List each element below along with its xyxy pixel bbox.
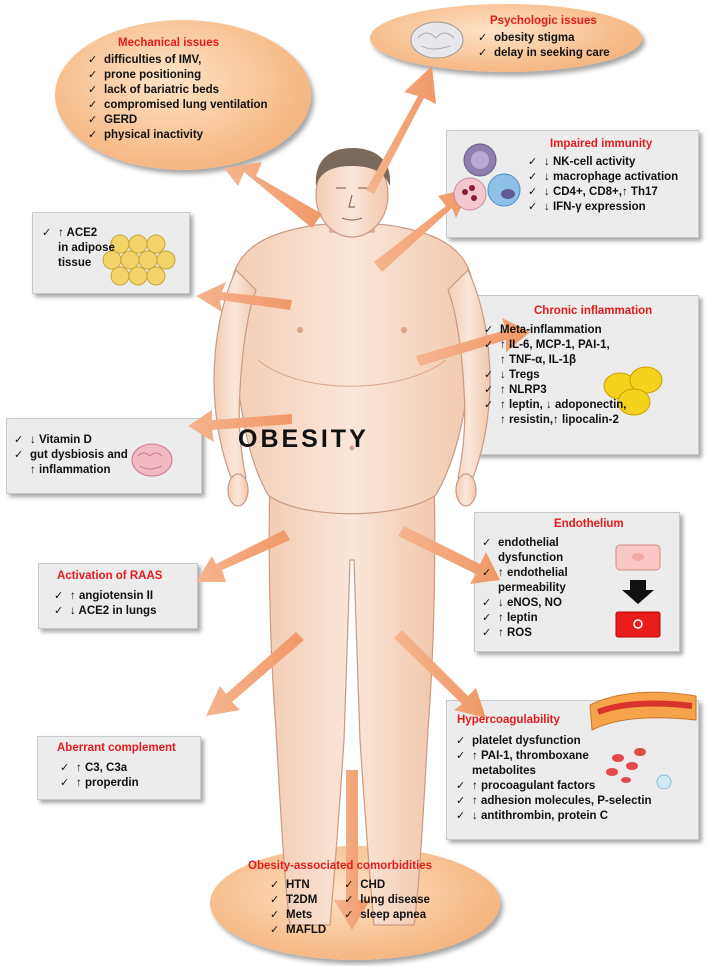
hypercoag-title: Hypercoagulability [457,714,560,726]
list-item: ↑ IL-6, MCP-1, PAI-1, [484,338,627,353]
endothelium-title: Endothelium [554,518,624,530]
list-item: ↑ ACE2 [42,226,97,241]
list-item: compromised lung ventilation [88,98,268,113]
list-item: gut dysbiosis and [14,448,128,463]
list-item: ↑ leptin, ↓ adoponectin, [484,398,627,413]
impaired-immunity-title: Impaired immunity [550,138,653,150]
list-item-continuation: dysfunction [498,552,564,564]
blood-vessel-icon [589,691,697,790]
list-item: delay in seeking care [478,46,610,61]
list-item: ↓ macrophage activation [528,170,678,185]
list-item: lack of bariatric beds [88,83,268,98]
comorbidities-col1: HTN T2DM Mets MAFLD [270,878,326,938]
hypercoag-list: platelet dysfunction ↑ PAI-1, thromboxan… [456,734,652,824]
immune-cells-icon [453,143,521,211]
list-item: ↓ antithrombin, protein C [456,809,652,824]
list-item: ↓ Vitamin D [14,433,128,448]
mechanical-issues-list: difficulties of IMV, prone positioning l… [88,53,268,143]
mechanical-issues-title: Mechanical issues [118,37,219,49]
list-item: ↓ CD4+, CD8+,↑ Th17 [528,185,678,200]
list-item: ↑ PAI-1, thromboxane [456,749,652,764]
face-details [336,187,368,221]
psychologic-issues-title: Psychologic issues [490,15,597,27]
complement-list: ↑ C3, C3a ↑ properdin [60,761,139,791]
list-item: ↑ NLRP3 [484,383,627,398]
adipocytes-icon [102,234,176,286]
list-item: sleep apnea [344,908,430,923]
list-item: GERD [88,113,268,128]
list-item: ↓ eNOS, NO [482,596,568,611]
list-item-continuation: ↑ TNF-α, IL-1β [500,354,577,366]
list-item: CHD [344,878,430,893]
list-item: obesity stigma [478,31,610,46]
raas-title: Activation of RAAS [57,570,163,582]
list-item: ↑ endothelial [482,566,568,581]
brain-icon [410,21,464,59]
impaired-immunity-list: ↓ NK-cell activity ↓ macrophage activati… [528,155,678,215]
ace2-adipose-list: ↑ ACE2 [42,226,97,241]
complement-title: Aberrant complement [57,742,176,754]
list-item-continuation: tissue [58,257,92,269]
list-item-continuation: ↑ inflammation [30,464,111,476]
vitamin-d-list: ↓ Vitamin D gut dysbiosis and ↑ inflamma… [14,433,128,478]
psychologic-issues-list: obesity stigma delay in seeking care [478,31,610,61]
list-item: Meta-inflammation [484,323,627,338]
comorbidities-columns: HTN T2DM Mets MAFLD CHD lung disease sle… [270,878,430,938]
list-item: prone positioning [88,68,268,83]
body-details [297,327,407,451]
endothelium-list: endothelial dysfunction ↑ endothelial pe… [482,536,568,641]
list-item: platelet dysfunction [456,734,652,749]
list-item: ↓ NK-cell activity [528,155,678,170]
list-item: ↑ leptin [482,611,568,626]
list-item: ↑ angiotensin II [54,589,156,604]
list-item: MAFLD [270,923,326,938]
list-item: lung disease [344,893,430,908]
list-item: HTN [270,878,326,893]
obesity-label: OBESITY [238,425,369,453]
endothelial-cells-icon [615,544,661,638]
list-item: ↑ procoagulant factors [456,779,652,794]
list-item: ↑ adhesion molecules, P-selectin [456,794,652,809]
list-item: ↑ C3, C3a [60,761,139,776]
chronic-inflammation-title: Chronic inflammation [534,305,653,317]
list-item: difficulties of IMV, [88,53,268,68]
comorbidities-col2: CHD lung disease sleep apnea [344,878,430,938]
list-item: ↑ ROS [482,626,568,641]
comorbidities-title: Obesity-associated comorbidities [248,860,433,872]
raas-list: ↑ angiotensin II ↓ ACE2 in lungs [54,589,156,619]
gut-icon [131,443,173,477]
hair [315,148,391,186]
list-item: ↓ IFN-γ expression [528,200,678,215]
list-item-continuation: prone positioning [104,69,202,81]
chronic-inflammation-list: Meta-inflammation ↑ IL-6, MCP-1, PAI-1, … [484,323,627,428]
list-item: physical inactivity [88,128,268,143]
list-item-continuation: in adipose [58,242,115,254]
list-item: ↓ Tregs [484,368,627,383]
radiating-arrows [188,66,530,930]
list-item: T2DM [270,893,326,908]
human-figure [213,152,491,926]
list-item-continuation: ↑ resistin,↑ lipocalin-2 [500,414,619,426]
list-item: Mets [270,908,326,923]
list-item: endothelial [482,536,568,551]
list-item: ↑ properdin [60,776,139,791]
list-item: ↓ ACE2 in lungs [54,604,156,619]
list-item-continuation: permeability [498,582,566,594]
belly-fold [257,359,447,387]
list-item-continuation: metabolites [472,765,536,777]
ace2-adipose-continuation: in adipose tissue [58,241,115,271]
